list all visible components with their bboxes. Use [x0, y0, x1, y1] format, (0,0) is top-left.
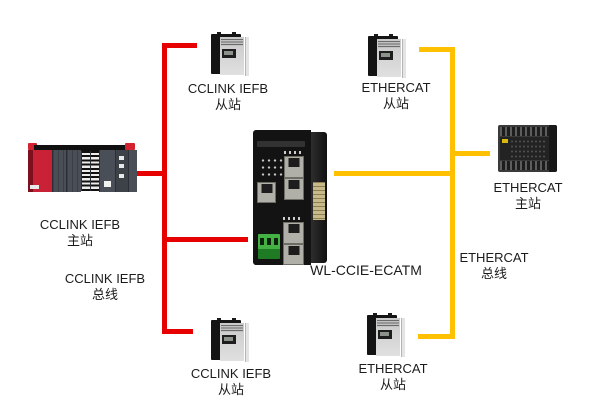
- gateway-rj45-port: [283, 244, 304, 265]
- cclink-branch-master-line: [137, 171, 167, 176]
- label-role: 从站: [379, 376, 406, 392]
- gateway-led-indicators: [259, 156, 284, 179]
- gateway-port-markings: [284, 151, 301, 154]
- label-ethercat-bus: ETHERCAT 总线: [434, 250, 554, 281]
- plc-red-cap: [28, 143, 37, 150]
- label-protocol: ETHERCAT: [361, 80, 431, 95]
- label-role: 主站: [66, 232, 93, 248]
- ethercat-branch-bottom-line: [418, 334, 455, 339]
- label-gateway-model: WL-CCIE-ECATM: [286, 262, 446, 279]
- ethercat-slave-top-drive-image: [368, 34, 406, 78]
- plc-terminal-teeth: [500, 127, 549, 136]
- cclink-bus-trunk-line: [162, 43, 167, 334]
- plc-center-panel: [500, 137, 549, 160]
- plc-terminal-strip: [80, 151, 90, 191]
- label-role: 主站: [514, 195, 541, 211]
- gateway-label-sticker: [313, 182, 325, 220]
- plc-cpu-module: [99, 150, 116, 192]
- cclink-branch-bottom-line: [162, 329, 193, 334]
- plc-io-module: [66, 150, 81, 192]
- gateway-rj45-port: [257, 182, 276, 203]
- plc-red-cap: [125, 143, 135, 150]
- label-role: 从站: [217, 381, 244, 397]
- gateway-port-markings: [283, 217, 300, 220]
- drive-display: [378, 330, 392, 339]
- ethercat-branch-top-line: [419, 47, 455, 52]
- label-protocol: CCLINK IEFB: [39, 217, 121, 232]
- label-protocol: CCLINK IEFB: [187, 81, 269, 96]
- drive-vent: [221, 39, 243, 46]
- plc-top-rail: [34, 145, 130, 151]
- label-role: 从站: [214, 96, 241, 112]
- label-protocol: CCLINK IEFB: [190, 366, 272, 381]
- gateway-power-terminal: [258, 234, 280, 259]
- drive-front-panel: [220, 323, 244, 361]
- cclink-slave-top-drive-image: [211, 32, 249, 76]
- gateway-rj45-port: [284, 178, 304, 200]
- drive-front-panel: [376, 318, 400, 356]
- plc-module-row: [28, 150, 137, 192]
- drive-vent: [221, 325, 243, 332]
- cclink-branch-top-line: [162, 43, 197, 48]
- cclink-master-plc-image: [28, 142, 137, 192]
- label-protocol: ETHERCAT: [493, 180, 563, 195]
- plc-terminal-strip: [89, 151, 100, 191]
- label-role: 从站: [382, 95, 409, 111]
- label-cclink-master: CCLINK IEFB 主站: [20, 217, 140, 248]
- gateway-rj45-port: [284, 156, 304, 178]
- label-ethercat-master: ETHERCAT 主站: [468, 180, 588, 211]
- label-role: 总线: [480, 265, 507, 281]
- gateway-rj45-port: [283, 222, 304, 244]
- label-cclink-slave-bottom: CCLINK IEFB 从站: [171, 366, 291, 397]
- drive-front-panel: [377, 39, 401, 77]
- plc-terminal-teeth: [500, 161, 549, 170]
- drive-display: [222, 49, 236, 58]
- drive-din-rail: [402, 39, 406, 78]
- cclink-branch-gateway-line: [162, 237, 248, 242]
- label-cclink-slave-top: CCLINK IEFB 从站: [168, 81, 288, 112]
- label-cclink-bus: CCLINK IEFB 总线: [45, 271, 165, 302]
- label-protocol: ETHERCAT: [358, 361, 428, 376]
- plc-connector-grid: [510, 139, 547, 158]
- label-ethercat-slave-top: ETHERCAT 从站: [336, 80, 456, 111]
- drive-din-rail: [401, 318, 405, 357]
- plc-end-module: [127, 150, 137, 192]
- ethercat-bus-trunk-line: [450, 47, 455, 339]
- gateway-side-panel: [311, 132, 327, 263]
- drive-display: [379, 51, 393, 60]
- plc-power-module: [28, 150, 53, 192]
- label-protocol: ETHERCAT: [459, 250, 529, 265]
- gateway-top-slot: [257, 141, 305, 147]
- label-role: 总线: [91, 286, 118, 302]
- drive-display: [222, 335, 236, 344]
- gateway-model-text: WL-CCIE-ECATM: [310, 262, 422, 278]
- drive-din-rail: [245, 37, 249, 76]
- plc-brand-mark: [502, 139, 508, 143]
- plc-io-module: [52, 150, 67, 192]
- gateway-device-image: [253, 130, 327, 265]
- cclink-slave-bottom-drive-image: [211, 318, 249, 362]
- ethercat-slave-bottom-drive-image: [367, 313, 405, 357]
- ethercat-branch-gateway-line: [334, 171, 455, 176]
- label-ethercat-slave-bottom: ETHERCAT 从站: [333, 361, 453, 392]
- plc-network-module: [115, 150, 128, 192]
- drive-vent: [377, 320, 399, 327]
- drive-vent: [378, 41, 400, 48]
- ethercat-branch-master-line: [450, 151, 490, 156]
- drive-din-rail: [245, 323, 249, 362]
- label-protocol: CCLINK IEFB: [64, 271, 146, 286]
- gateway-front-face: [253, 130, 311, 265]
- ethercat-master-plc-image: [498, 125, 557, 172]
- drive-front-panel: [220, 37, 244, 75]
